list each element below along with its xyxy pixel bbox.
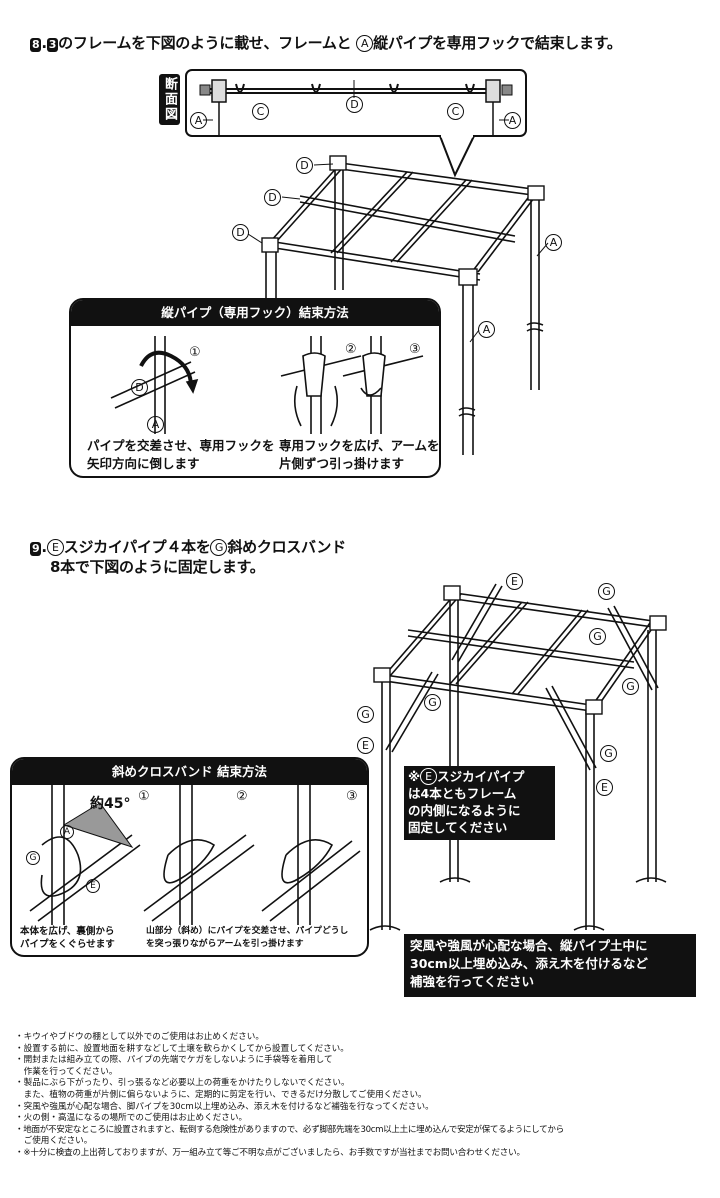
note-line: ご使用ください。 bbox=[15, 1136, 93, 1147]
hook-method-panel: 縦パイプ（専用フック）結束方法 ① ② ③ D A パイプを交差させ、専用フック… bbox=[69, 298, 441, 478]
step8-text-b: 縦パイプを専用フックで結束します。 bbox=[373, 34, 622, 52]
hook-caption-left: パイプを交差させ、専用フックを 矢印方向に倒します bbox=[87, 438, 275, 471]
part-label-d: D bbox=[346, 96, 363, 113]
hook-step-1: ① bbox=[189, 345, 201, 360]
note-line: ・キウイやブドウの棚として以外でのご使用はお止めください。 bbox=[15, 1032, 264, 1042]
part-label-g: G bbox=[589, 628, 606, 645]
part-label-e: E bbox=[506, 573, 523, 590]
part-label-c: C bbox=[252, 103, 269, 120]
note-line: ・地面が不安定なところに設置されますと、転倒する危険性がありますので、必ず脚部先… bbox=[15, 1124, 564, 1135]
step-number-badge: 3 bbox=[46, 38, 59, 52]
step8-text-a: のフレームを下図のように載せ、フレームと bbox=[58, 34, 352, 52]
note-line: ・製品にぶら下がったり、引っ張るなど必要以上の荷重をかけたりしないでください。 bbox=[15, 1078, 350, 1089]
band-method-panel: 斜めクロスバンド 結束方法 約45° ① ② ③ A G E 本体を広げ、裏側か… bbox=[10, 757, 369, 957]
part-label-g: G bbox=[26, 851, 40, 865]
part-label-circle: G bbox=[210, 539, 228, 556]
part-label-a: A bbox=[545, 234, 562, 251]
note-line: ・設置する前に、設置地面を耕すなどして土壌を軟らかくしてから設置してください。 bbox=[15, 1043, 349, 1054]
part-label-c: C bbox=[447, 103, 464, 120]
step-number-badge: 8 bbox=[30, 38, 42, 52]
section-view-label: 断面図 bbox=[159, 74, 180, 125]
note-line: ・火の側・高温になるの場所でのご使用はお止めください。 bbox=[15, 1113, 248, 1124]
part-label-d: D bbox=[296, 157, 313, 174]
part-label-g: G bbox=[357, 706, 374, 723]
braced-frame-illustration bbox=[369, 583, 667, 931]
hook-caption-right: 専用フックを広げ、アームを 片側ずつ引っ掛けます bbox=[279, 438, 440, 471]
part-label-circle: E bbox=[46, 539, 64, 556]
part-label-g: G bbox=[424, 694, 441, 711]
band-caption-left: 本体を広げ、裏側から パイプをくぐらせます bbox=[20, 926, 115, 950]
part-label-circle: A bbox=[356, 35, 374, 52]
note-line: ・※十分に検査の上出荷しておりますが、万一組み立て等ご不明な点がございましたら、… bbox=[15, 1147, 525, 1158]
hook-step-3: ③ bbox=[409, 342, 421, 357]
part-label-e: E bbox=[596, 779, 613, 796]
hook-step-2: ② bbox=[345, 342, 357, 357]
step9-text-a: スジカイパイプ４本を bbox=[63, 538, 211, 556]
part-label-d: D bbox=[131, 379, 148, 396]
note-line: ・開封または組み立ての際、パイプの先端でケガをしないように手袋等を着用して bbox=[15, 1055, 333, 1066]
part-label-a: A bbox=[190, 112, 207, 129]
frame-illustration bbox=[185, 69, 549, 455]
hook-steps-illustration bbox=[110, 336, 424, 434]
part-label-a: A bbox=[478, 321, 495, 338]
usage-notes: ・キウイやブドウの棚として以外でのご使用はお止めください。 ・設置する前に、設置… bbox=[15, 1032, 715, 1160]
part-label-a: A bbox=[60, 825, 74, 839]
part-label-d: D bbox=[264, 189, 281, 206]
hook-panel-title: 縦パイプ（専用フック）結束方法 bbox=[71, 300, 439, 326]
part-label-e: E bbox=[357, 737, 374, 754]
band-steps-illustration bbox=[29, 785, 361, 925]
band-panel-title: 斜めクロスバンド 結束方法 bbox=[12, 759, 367, 785]
band-step-1: ① bbox=[138, 789, 150, 804]
note-line: 作業を行ってください。 bbox=[15, 1066, 118, 1077]
part-label-g: G bbox=[622, 678, 639, 695]
band-angle-label: 約45° bbox=[90, 796, 131, 812]
note-line: また、植物の荷重が片側に偏らないように、定期的に剪定を行い、できるだけ分散してご… bbox=[15, 1089, 427, 1100]
part-label-g: G bbox=[600, 745, 617, 762]
part-label-g: G bbox=[598, 583, 615, 600]
band-step-3: ③ bbox=[346, 789, 358, 804]
step-number-badge: 9 bbox=[30, 542, 42, 556]
part-label-e: E bbox=[86, 879, 100, 893]
part-label-d: D bbox=[232, 224, 249, 241]
part-label-a: A bbox=[504, 112, 521, 129]
note-line: ・突風や強風が心配な場合、脚パイプを30cm以上埋め込み、添え木を付けるなど補強… bbox=[15, 1101, 434, 1112]
wind-reinforcement-note: 突風や強風が心配な場合、縦パイプ土中に 30cm以上埋め込み、添え木を付けるなど… bbox=[404, 934, 696, 997]
part-label-a: A bbox=[147, 416, 164, 433]
band-caption-middle: 山部分（斜め）にパイプを交差させ、パイプどうし を突っ張りながらアームを引っ掛け… bbox=[146, 926, 349, 949]
step9-text-b: 斜めクロスバンド bbox=[227, 538, 346, 556]
band-step-2: ② bbox=[236, 789, 248, 804]
step9-line2: 8本で下図のように固定します。 bbox=[50, 558, 265, 576]
part-label-e: E bbox=[420, 768, 438, 785]
